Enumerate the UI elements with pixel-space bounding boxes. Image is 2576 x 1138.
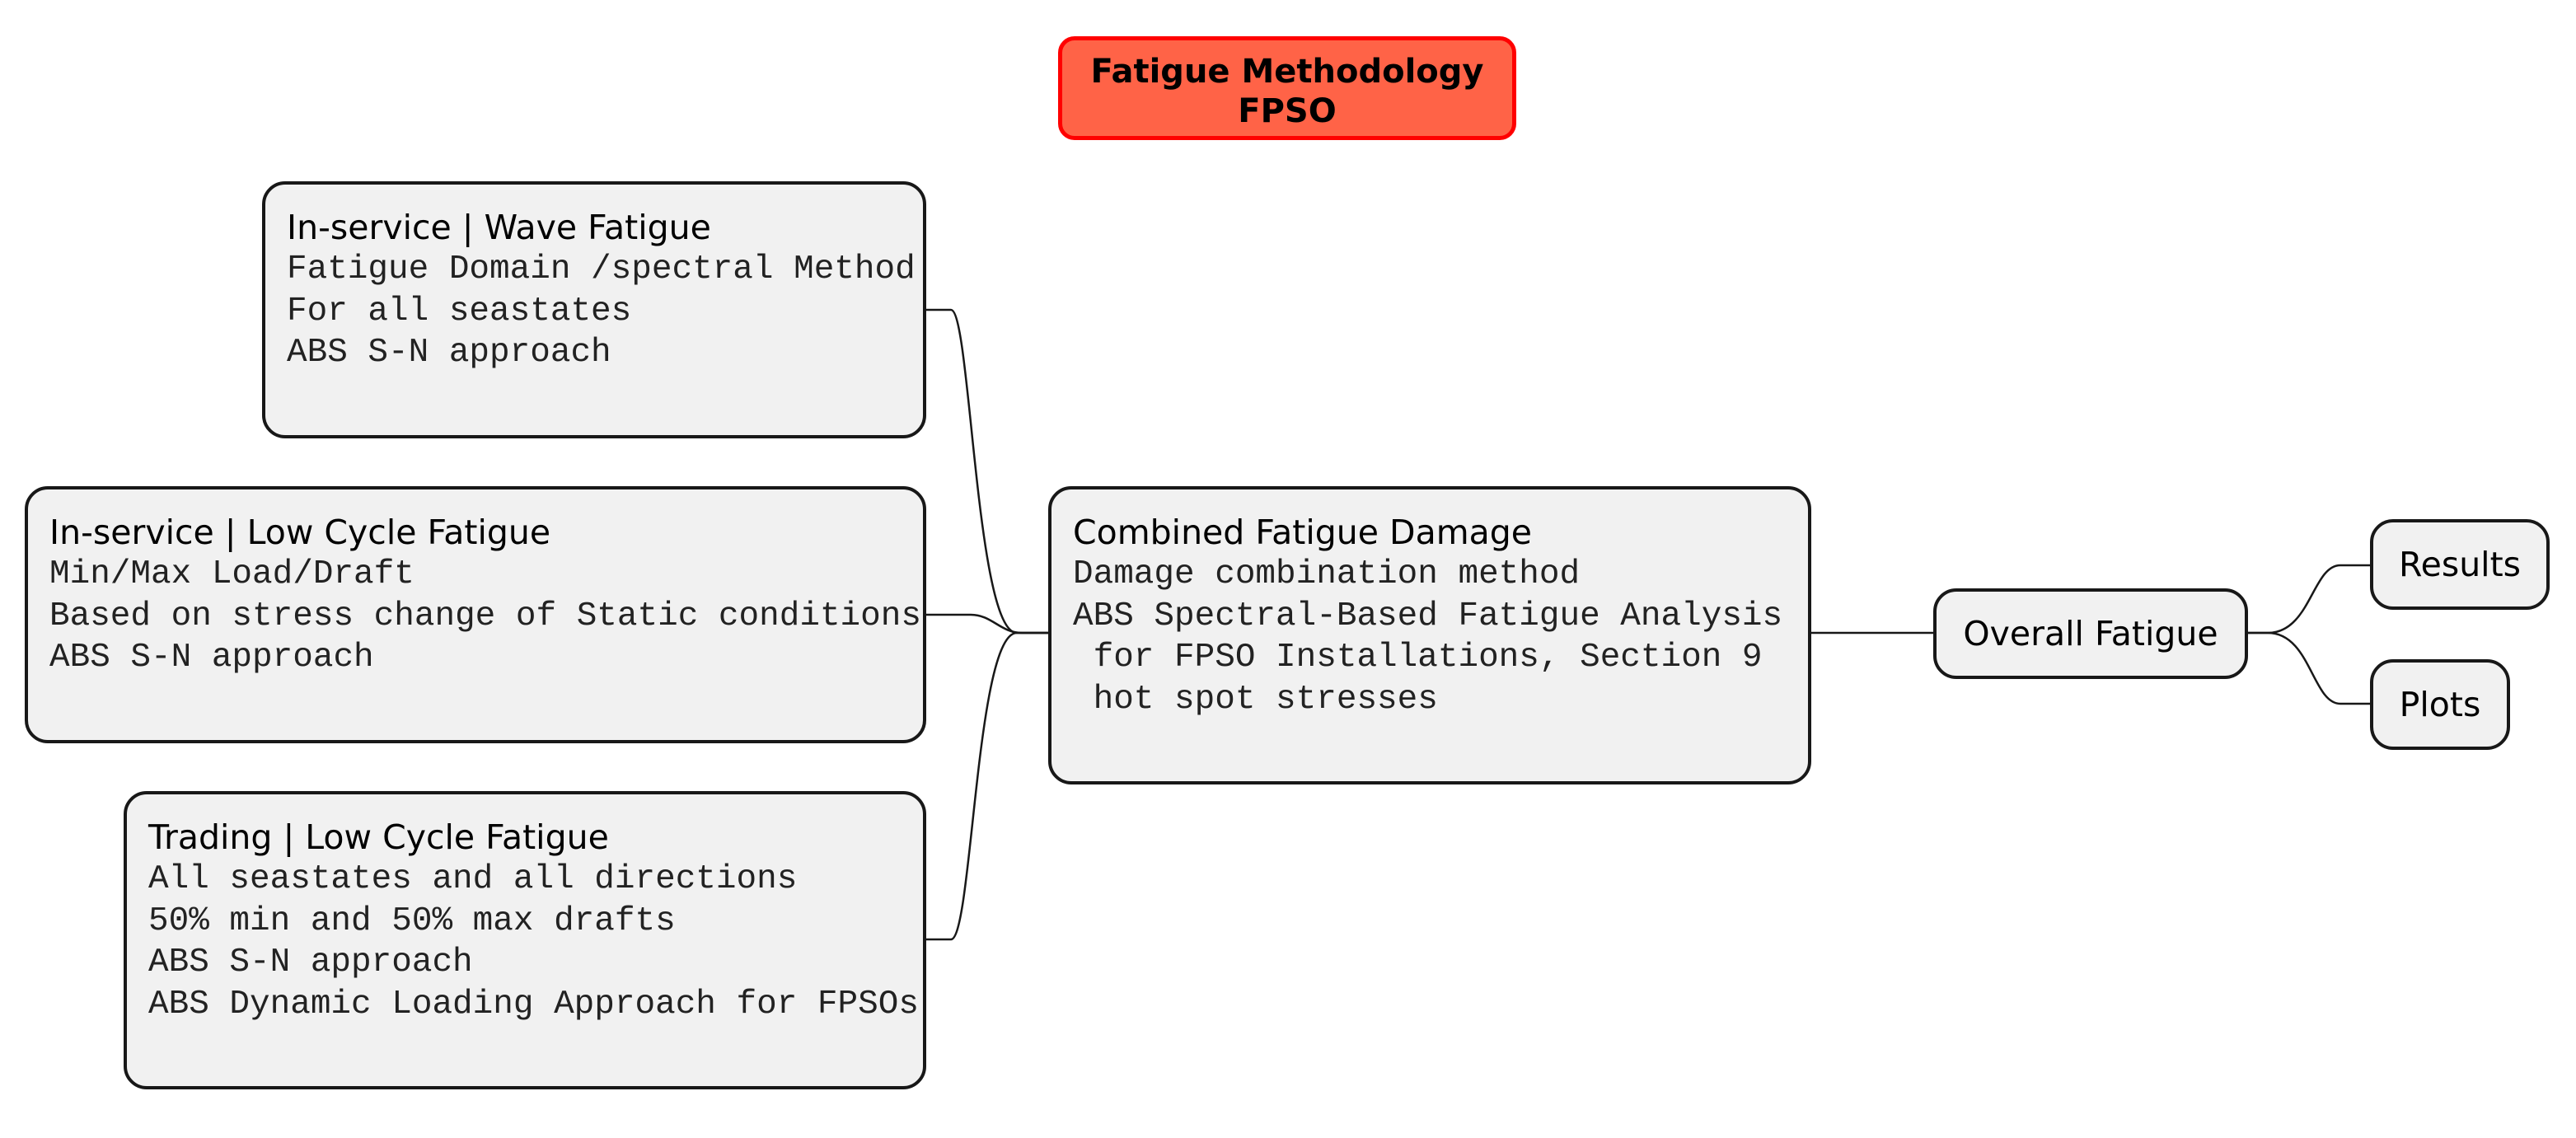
node-line: Damage combination method [1073,555,1581,593]
connector-overall-to-plots [2248,631,2373,705]
node-title: In-service | Wave Fatigue [287,208,711,247]
title-line-2: FPSO [1238,92,1337,130]
node-line: Based on stress change of Static conditi… [49,597,921,635]
node-title: Combined Fatigue Damage [1073,513,1533,552]
node-line: ABS S-N approach [49,639,374,677]
node-line: Min/Max Load/Draft [49,555,415,593]
node-trading-fatigue: Trading | Low Cycle Fatigue All seastate… [124,791,926,1089]
diagram-title: Fatigue Methodology FPSO [1058,36,1516,140]
node-plots: Plots [2370,659,2510,750]
connector-wave-to-combined [926,308,1048,635]
node-overall-fatigue: Overall Fatigue [1933,588,2248,679]
title-line-1: Fatigue Methodology [1090,53,1484,91]
node-line: For all seastates [287,292,632,330]
node-line: for FPSO Installations, Section 9 [1073,639,1763,677]
node-line: ABS Spectral-Based Fatigue Analysis [1073,597,1783,635]
node-combined-fatigue-damage: Combined Fatigue Damage Damage combinati… [1048,486,1811,784]
node-line: ABS S-N approach [287,334,611,372]
connector-overall-to-results [2248,564,2373,635]
node-line: 50% min and 50% max drafts [148,902,676,940]
node-label: Results [2398,545,2522,584]
connector-trading-to-combined [926,631,1048,941]
node-title: Trading | Low Cycle Fatigue [148,817,609,857]
node-line: Fatigue Domain /spectral Method [287,251,916,288]
node-line: All seastates and all directions [148,860,798,898]
node-line: ABS S-N approach [148,944,473,981]
node-title: In-service | Low Cycle Fatigue [49,513,551,552]
node-line: ABS Dynamic Loading Approach for FPSOs [148,985,919,1023]
connector-lowcycle-to-combined [926,613,1048,635]
node-results: Results [2370,519,2550,610]
node-wave-fatigue: In-service | Wave Fatigue Fatigue Domain… [262,181,926,438]
node-label: Overall Fatigue [1963,614,2218,653]
node-line: hot spot stresses [1073,680,1438,719]
node-low-cycle-fatigue: In-service | Low Cycle Fatigue Min/Max L… [25,486,926,743]
node-label: Plots [2399,685,2481,724]
